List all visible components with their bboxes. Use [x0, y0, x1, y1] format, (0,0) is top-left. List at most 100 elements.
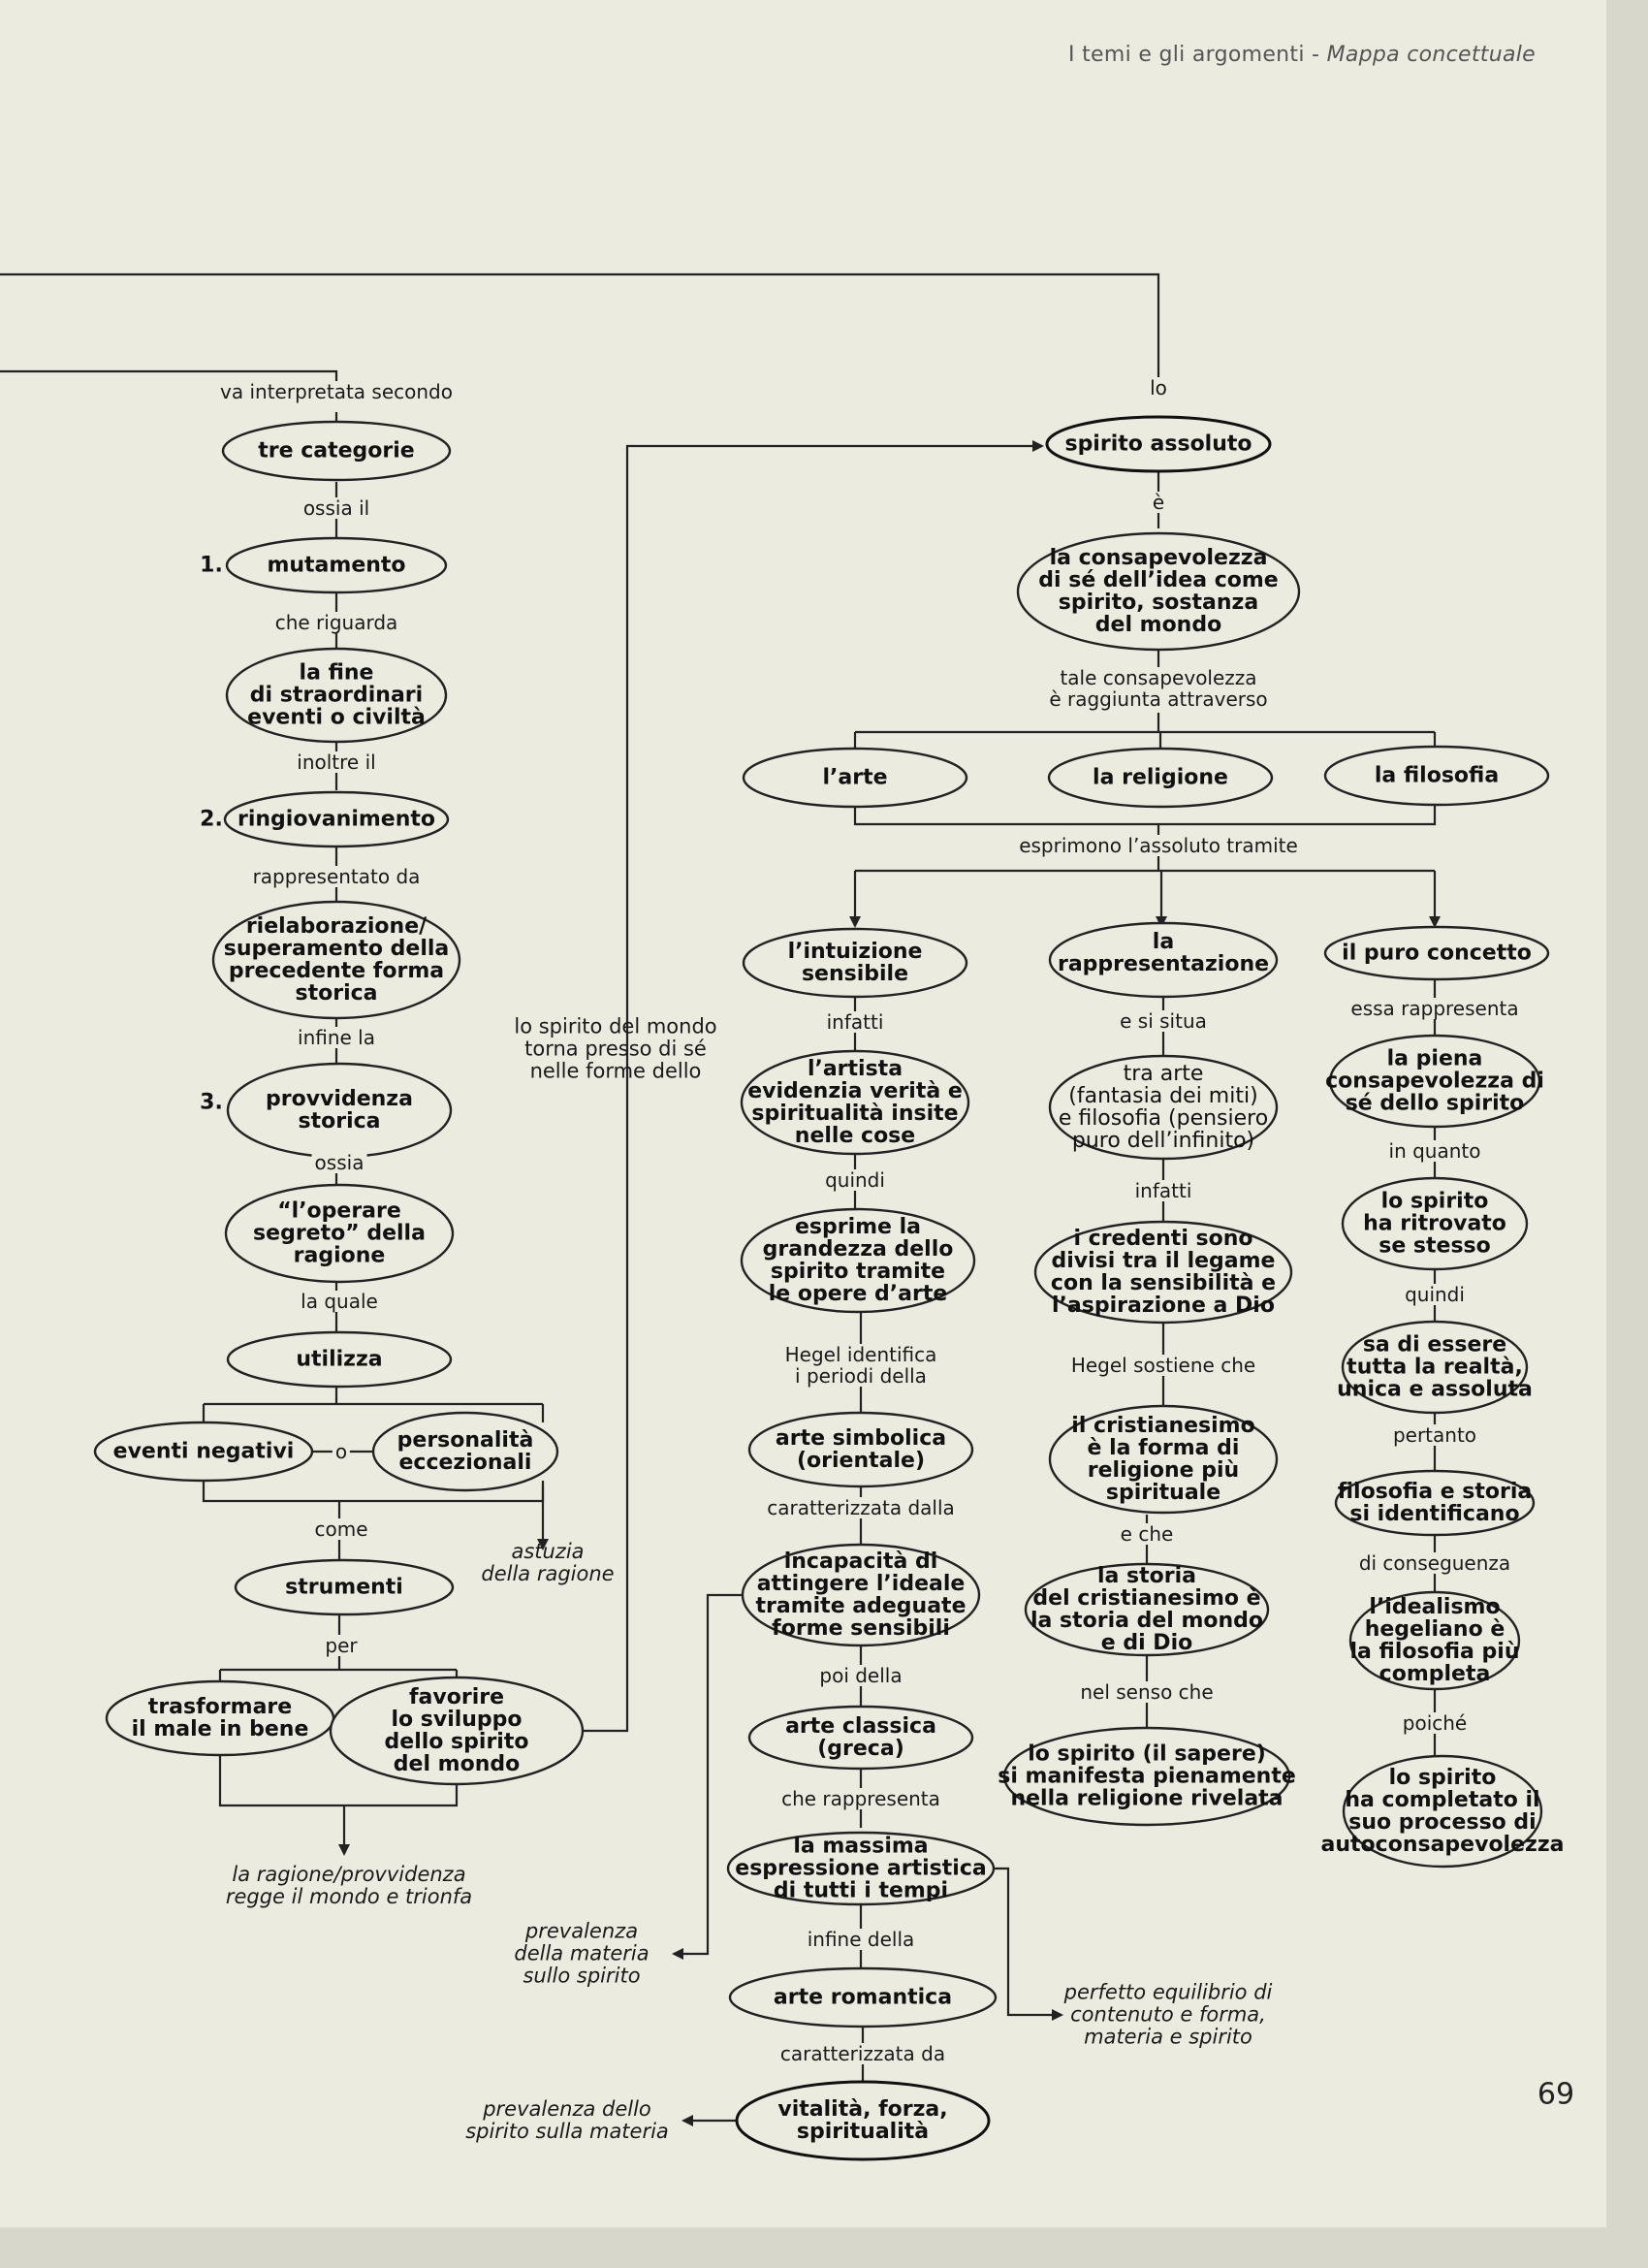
ellipse-eventi — [93, 1421, 314, 1483]
ellipse-religione — [1047, 747, 1274, 809]
link-conseguenza: di conseguenza — [1355, 1552, 1514, 1574]
header-section: I temi e gli argomenti — [1068, 43, 1305, 67]
ellipse-ritrovato — [1341, 1176, 1529, 1271]
link-religione-infatti: infatti — [1131, 1180, 1195, 1201]
node-personalita: personalità eccezionali — [396, 1428, 534, 1475]
node-vitalita: vitalità, forza, spiritualità — [777, 2097, 948, 2144]
node-favorire: favorire lo sviluppo dello spirito del m… — [384, 1685, 529, 1776]
page-number: 69 — [1537, 2077, 1575, 2112]
node-incapacita: incapacità di attingere l’ideale tramite… — [755, 1549, 967, 1641]
node-simbolica: arte simbolica (orientale) — [775, 1426, 947, 1473]
node-classica: arte classica (greca) — [785, 1714, 936, 1761]
ellipse-sa — [1341, 1320, 1529, 1415]
link-caratterizzata-dalla: caratterizzata dalla — [764, 1497, 958, 1518]
node-massima: la massima espressione artistica di tutt… — [735, 1834, 987, 1903]
link-ossia: ossia — [311, 1152, 367, 1173]
incapacita-to-note — [672, 1593, 746, 1960]
node-rappresentazione: la rappresentazione — [1057, 930, 1270, 976]
ellipse-fine — [225, 647, 448, 744]
link-la-quale: la quale — [298, 1291, 381, 1312]
node-ritrovato: lo spirito ha ritrovato se stesso — [1363, 1189, 1506, 1259]
link-poiche: poiché — [1399, 1712, 1471, 1734]
node-strumenti: strumenti — [285, 1575, 403, 1600]
node-rielaborazione: rielaborazione/ superamento della preced… — [223, 914, 450, 1006]
node-arte: l’arte — [822, 765, 888, 790]
node-trasformare: trasformare il male in bene — [131, 1695, 309, 1741]
ellipse-incapacita — [741, 1543, 981, 1647]
node-sapere: lo spirito (il sapere) si manifesta pien… — [998, 1741, 1296, 1811]
ellipse-rielaborazione — [211, 900, 461, 1020]
note-astuzia: astuzia della ragione — [481, 1540, 615, 1585]
header-subtitle: Mappa concettuale — [1326, 43, 1536, 67]
ellipse-strumenti — [234, 1558, 455, 1616]
link-nel-senso: nel senso che — [1077, 1681, 1217, 1703]
node-tra-arte: tra arte (fantasia dei miti) e filosofia… — [1058, 1062, 1269, 1153]
ellipse-arte — [742, 747, 968, 809]
ellipse-esprime — [740, 1207, 976, 1314]
note-prevalenza-materia: prevalenza della materia sullo spirito — [514, 1919, 650, 1988]
note-prevalenza-spirito: prevalenza dello spirito sulla materia — [465, 2097, 669, 2143]
node-puro-concetto: il puro concetto — [1342, 941, 1532, 966]
node-ringiovanimento: ringiovanimento — [238, 807, 435, 832]
node-mutamento: mutamento — [267, 553, 406, 578]
page-header: I temi e gli argomenti - Mappa concettua… — [1068, 43, 1536, 67]
node-romantica: arte romantica — [773, 1985, 953, 2010]
link-hegel-identifica: Hegel identifica i periodi della — [781, 1344, 940, 1387]
note-ragione-provvidenza: la ragione/provvidenza regge il mondo e … — [225, 1863, 473, 1908]
node-completato: lo spirito ha completato il suo processo… — [1320, 1766, 1565, 1857]
page-edge — [1606, 0, 1648, 2268]
ellipse-operare — [224, 1183, 455, 1284]
ellipse-spirito-assoluto — [1045, 415, 1272, 473]
three-way-bottom — [853, 803, 1437, 826]
link-in-quanto: in quanto — [1385, 1140, 1484, 1162]
node-utilizza: utilizza — [296, 1347, 383, 1372]
link-essa-rappresenta: essa rappresenta — [1347, 998, 1522, 1019]
number-2: 2. — [200, 807, 223, 832]
node-piena: la piena consapevolezza di sé dello spir… — [1325, 1046, 1544, 1116]
link-pertanto: pertanto — [1389, 1424, 1480, 1446]
node-esprime: esprime la grandezza dello spirito trami… — [762, 1215, 954, 1306]
link-come: come — [311, 1518, 371, 1540]
link-che-rappresenta: che rappresenta — [778, 1788, 943, 1809]
node-eventi-negativi: eventi negativi — [112, 1439, 295, 1464]
ellipse-consapevolezza — [1016, 531, 1301, 652]
link-infine: infine la — [295, 1027, 378, 1048]
link-inoltre: inoltre il — [294, 751, 379, 773]
node-provvidenza: provvidenza storica — [266, 1087, 413, 1134]
ellipse-favorire — [329, 1676, 585, 1786]
link-esprimono: esprimono l’assoluto tramite — [1016, 835, 1301, 856]
ellipse-artista — [740, 1049, 970, 1156]
ellipse-classica — [747, 1705, 974, 1771]
number-1: 1. — [200, 553, 223, 578]
per-bottom-branch — [218, 1745, 459, 1807]
link-interpretata: va interpretata secondo — [217, 381, 456, 402]
node-filosofia: la filosofia — [1374, 763, 1500, 788]
node-sa-di-essere: sa di essere tutta la realtà, unica e as… — [1337, 1332, 1533, 1402]
link-lo: lo — [1147, 377, 1170, 399]
ellipse-tra-arte — [1048, 1054, 1279, 1161]
ellipse-cristianesimo — [1048, 1404, 1279, 1515]
ellipse-filosofia-storia — [1334, 1469, 1536, 1537]
link-riguarda: che riguarda — [271, 612, 401, 633]
link-arte-quindi: quindi — [822, 1169, 888, 1191]
link-caratterizzata-da: caratterizzata da — [776, 2043, 949, 2064]
node-storia-cristianesimo: la storia del cristianesimo è la storia … — [1030, 1564, 1264, 1655]
node-idealismo: l’idealismo hegeliano è la filosofia più… — [1349, 1595, 1520, 1686]
node-religione: la religione — [1093, 765, 1228, 790]
link-e: è — [1149, 492, 1168, 513]
node-artista: l’artista evidenzia verità e spiritualit… — [747, 1057, 963, 1148]
ellipse-mutamento — [225, 536, 448, 594]
ellipse-piena — [1328, 1034, 1541, 1129]
frame-line-top — [0, 272, 1160, 383]
ellipse-utilizza — [226, 1330, 453, 1389]
node-operare: “l’operare segreto” della ragione — [253, 1198, 426, 1268]
ellipse-filosofia — [1323, 745, 1550, 807]
link-per: per — [322, 1635, 361, 1656]
link-hegel-sostiene: Hegel sostiene che — [1067, 1355, 1259, 1376]
link-infine-della: infine della — [804, 1929, 918, 1950]
node-cristianesimo: il cristianesimo è la forma di religione… — [1071, 1414, 1255, 1505]
favorire-to-assoluto — [582, 440, 1044, 1733]
ellipse-credenti — [1033, 1220, 1293, 1325]
ellipse-massima — [726, 1831, 996, 1906]
link-raggiunta: tale consapevolezza è raggiunta attraver… — [1046, 667, 1271, 710]
